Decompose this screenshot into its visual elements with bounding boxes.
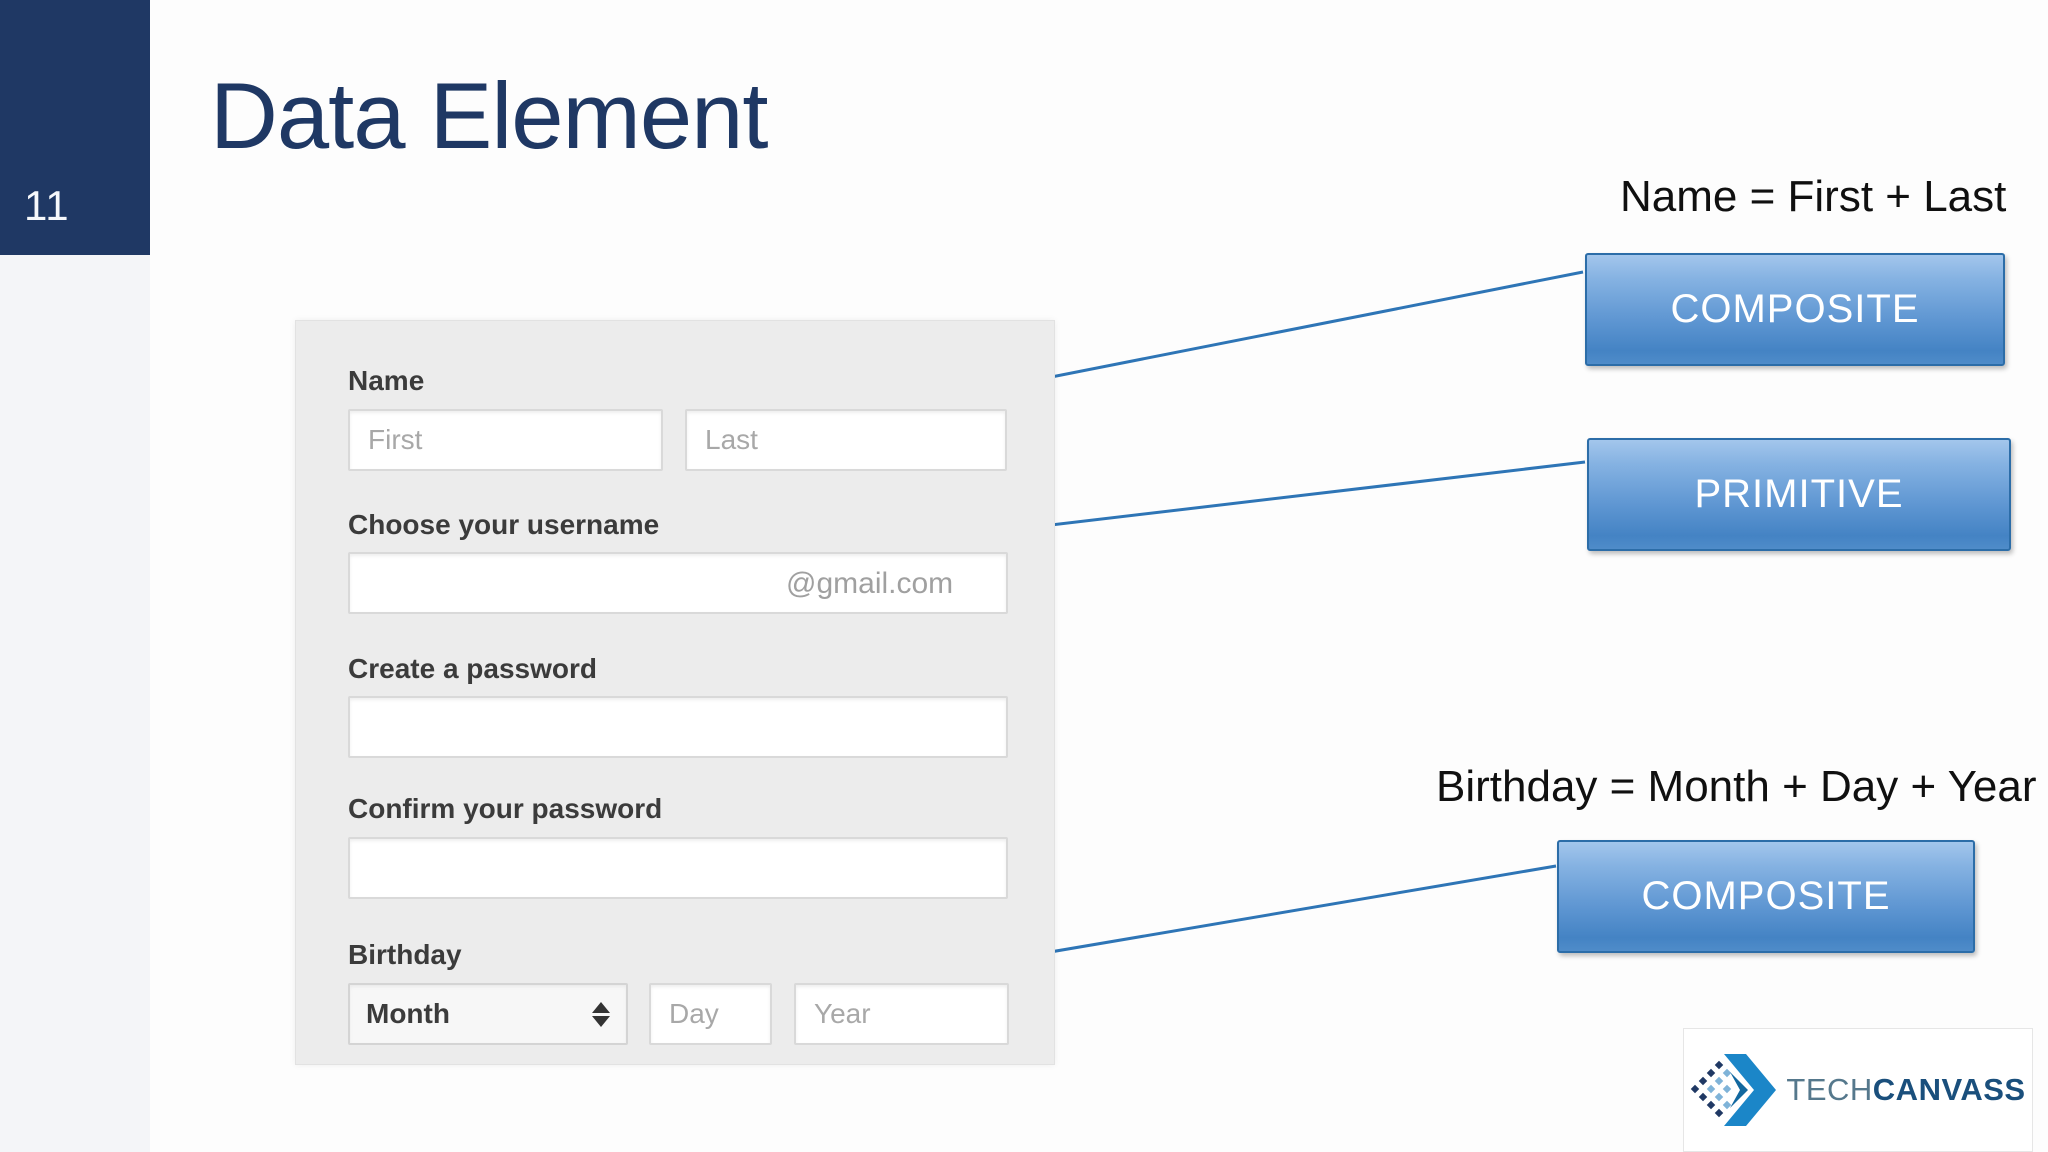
composite-tag-name: COMPOSITE: [1585, 253, 2005, 366]
logo-tech-text: TECH: [1786, 1072, 1873, 1107]
composite-tag-birthday: COMPOSITE: [1557, 840, 1975, 953]
last-name-input[interactable]: [685, 409, 1007, 471]
logo-canvass-text: CANVASS: [1872, 1072, 2026, 1107]
confirm-password-input[interactable]: [348, 837, 1008, 899]
first-name-input[interactable]: [348, 409, 663, 471]
confirm-password-label: Confirm your password: [348, 793, 663, 824]
name-formula-text: Name = First + Last: [1620, 172, 2007, 221]
signup-form-panel: Name Choose your username @gmail.com Cre…: [295, 320, 1055, 1065]
month-select-value: Month: [366, 998, 450, 1029]
birthday-label: Birthday: [348, 939, 462, 970]
year-input[interactable]: [794, 983, 1009, 1045]
name-label: Name: [348, 365, 425, 396]
birthday-formula-text: Birthday = Month + Day + Year: [1436, 762, 2037, 811]
password-input[interactable]: [348, 696, 1008, 758]
username-label: Choose your username: [348, 509, 660, 540]
username-input[interactable]: [348, 552, 1008, 614]
slide-number-block: 11: [0, 0, 150, 255]
primitive-tag: PRIMITIVE: [1587, 438, 2011, 551]
page-title: Data Element: [210, 63, 769, 168]
techcanvass-logo-text: TECHCANVASS: [1786, 1072, 2025, 1108]
month-select[interactable]: Month: [348, 983, 628, 1045]
techcanvass-logo: TECHCANVASS: [1683, 1028, 2033, 1152]
techcanvass-logo-icon: [1691, 1054, 1777, 1126]
password-label: Create a password: [348, 653, 597, 684]
gmail-suffix: @gmail.com: [786, 567, 954, 600]
day-input[interactable]: [649, 983, 772, 1045]
slide-number: 11: [24, 182, 70, 229]
updown-spinner-icon: [592, 1001, 610, 1027]
